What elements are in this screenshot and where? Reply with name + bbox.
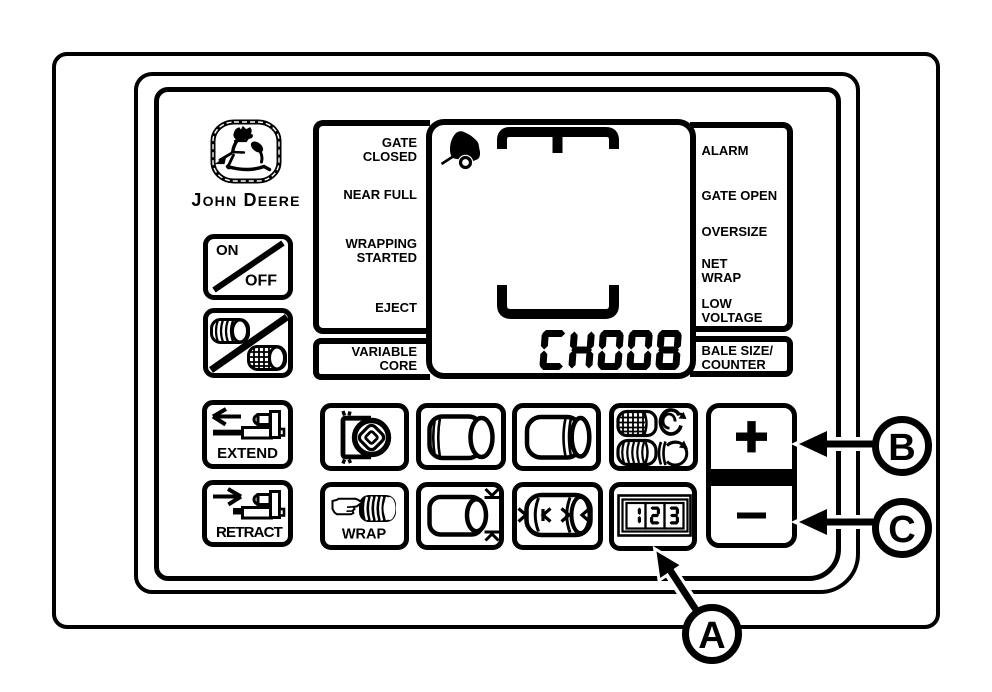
svg-text:EXTEND: EXTEND bbox=[217, 445, 278, 462]
svg-text:A: A bbox=[698, 615, 725, 657]
svg-text:ON: ON bbox=[216, 242, 239, 259]
svg-text:C: C bbox=[888, 509, 915, 551]
svg-text:B: B bbox=[888, 427, 915, 469]
svg-text:WRAP: WRAP bbox=[342, 527, 387, 543]
svg-text:RETRACT: RETRACT bbox=[216, 524, 283, 541]
svg-text:OFF: OFF bbox=[245, 273, 277, 290]
